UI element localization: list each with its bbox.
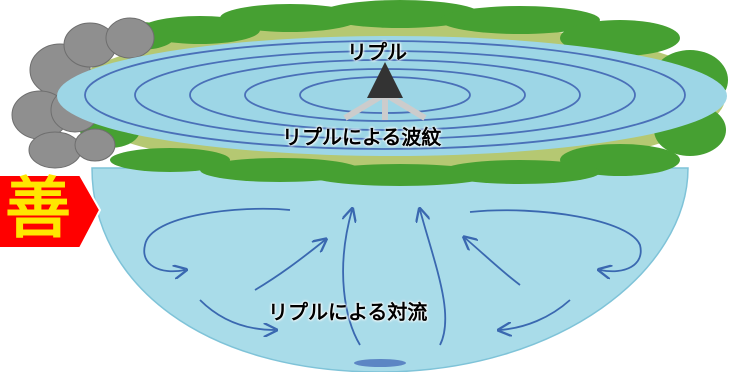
grass-rim (80, 0, 728, 186)
convection-arrow-right-outer (469, 209, 642, 271)
convection-arrow-left-outer (143, 207, 291, 272)
badge-shape (0, 174, 102, 249)
convection-arrows (143, 207, 642, 346)
convection-arrow-left-up (254, 240, 325, 291)
convection-arrow-right-up (465, 238, 521, 286)
badge-text: 善 (5, 169, 71, 247)
pond-bottom-drain (354, 359, 406, 367)
convection-arrow-bottom-right (500, 299, 571, 330)
convection-arrow-center-left (343, 210, 361, 346)
convection-arrow-center-right (420, 210, 447, 346)
label-ripple: リプル (347, 40, 407, 64)
label-ripple-convection: リプルによる対流 (268, 300, 428, 324)
convection-arrow-bottom-left (199, 299, 275, 330)
label-ripple-waves: リプルによる波紋 (282, 125, 442, 149)
rocks (11, 17, 155, 169)
ripple-device-icon (343, 62, 427, 121)
